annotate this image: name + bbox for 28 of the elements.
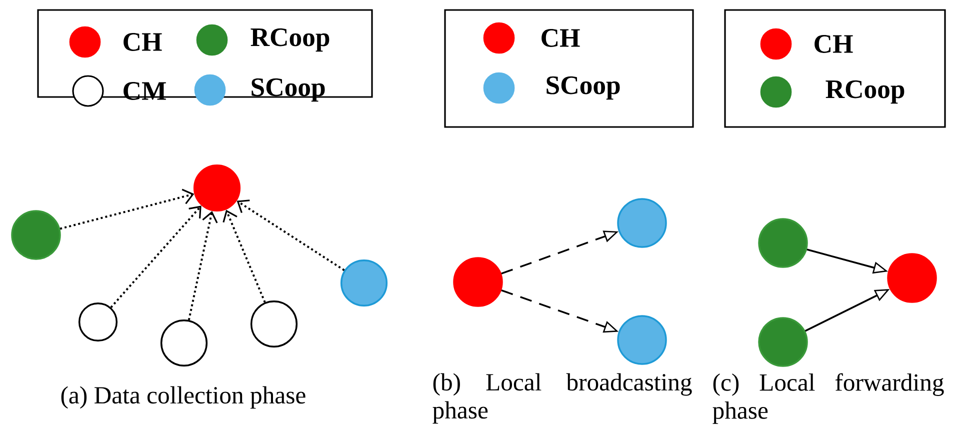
node-circle: [758, 317, 808, 367]
arrow: [110, 206, 202, 308]
legend-label: SCoop: [252, 78, 325, 102]
arrow: [222, 210, 266, 303]
legend-label: CH: [542, 29, 580, 47]
node-circle: [453, 257, 503, 307]
node-circle: [11, 210, 61, 260]
arrow: [188, 211, 218, 320]
legend-label: RCoop: [250, 28, 330, 52]
legend-label: CH: [814, 35, 853, 53]
node-circle: [250, 300, 298, 348]
node-circle: [758, 218, 808, 268]
node-circle: [887, 253, 937, 303]
legend-label: CM: [124, 82, 166, 100]
node-circle: [193, 164, 241, 212]
legend-label: RCoop: [826, 80, 904, 104]
node-circle: [160, 319, 208, 367]
caption: (a) Data collection phase: [61, 386, 306, 409]
arrow: [60, 188, 194, 230]
arrow: [236, 200, 345, 272]
legend-label: SCoop: [546, 76, 620, 100]
node-circle: [617, 315, 667, 365]
legend-label: CH: [124, 33, 162, 51]
node-circle: [340, 259, 388, 307]
caption: (c) Local forwarding phase: [712, 373, 944, 424]
node-circle: [617, 198, 667, 248]
caption: (b) Local broadcasting phase: [432, 373, 692, 424]
node-circle: [78, 302, 118, 342]
